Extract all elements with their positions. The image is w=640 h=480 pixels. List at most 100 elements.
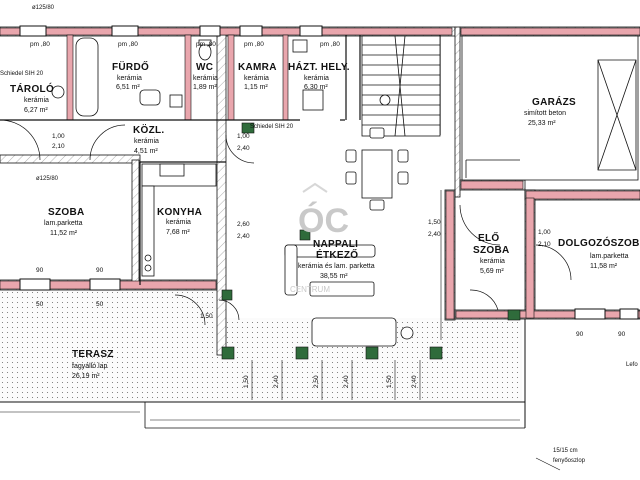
room-material: kerámia	[480, 258, 505, 265]
room-area: 11,58 m²	[590, 263, 618, 270]
room-kamra: KAMRA kerámia 1,15 m²	[238, 62, 277, 91]
dim-label: 90	[576, 331, 584, 338]
room-area: 4,51 m²	[134, 148, 158, 155]
room-szoba: SZOBA lam.parketta 11,52 m²	[44, 207, 85, 237]
dim-label: pm ,80	[244, 41, 264, 48]
dim-label: pm ,80	[320, 41, 340, 48]
chimney-note: Schiedel SIH 20	[0, 71, 44, 77]
dim-label: 1,50	[243, 375, 250, 388]
dim-label: 1,50	[200, 313, 213, 320]
dim-label: pm ,80	[196, 41, 216, 48]
kitchen-counters	[141, 163, 217, 277]
watermark-logo: ÓC	[298, 202, 349, 240]
chimney-note: Schiedel SIH 20	[250, 124, 294, 130]
room-area: 1,15 m²	[244, 84, 268, 91]
room-name: DOLGOZÓSZOBA	[558, 236, 640, 249]
dim-label: 2,40	[273, 375, 280, 388]
room-material: kerámia és lam. parketta	[298, 263, 375, 270]
dim-label: 2,40	[411, 375, 418, 388]
door-swings	[0, 119, 572, 326]
dim-label: 2,10	[52, 143, 65, 150]
dim-label: 2,40	[237, 145, 250, 152]
room-area: 25,33 m²	[528, 120, 556, 127]
pillar-note: fenyőoszlop	[553, 458, 586, 464]
pipe-note: ø125/80	[36, 176, 59, 182]
room-name: KAMRA	[238, 62, 277, 73]
room-area: 5,69 m²	[480, 268, 504, 275]
room-material: lam.parketta	[44, 220, 83, 227]
dim-label: 1,00	[52, 133, 65, 140]
room-material: fagyálló lap	[72, 363, 108, 370]
room-name: KÖZL.	[133, 123, 165, 136]
room-name: TÁROLÓ	[10, 82, 54, 95]
dimension-lines	[251, 190, 561, 471]
dim-label: 2,60	[237, 221, 250, 228]
bathroom-fixtures	[51, 37, 391, 117]
dim-label: 1,00	[237, 133, 250, 140]
dimension-labels: pm ,80 pm ,80 pm ,80 pm ,80 pm ,80 1,00 …	[30, 41, 626, 388]
room-tarolo: TÁROLÓ kerámia 6,27 m²	[10, 82, 54, 114]
room-material: kerámia	[24, 97, 49, 104]
room-material: kerámia	[117, 75, 142, 82]
dim-label: pm ,80	[30, 41, 50, 48]
room-eloszoba: ELŐ SZOBA kerámia 5,69 m²	[473, 231, 510, 275]
watermark: ÓC CENTRUM	[290, 182, 349, 294]
window-marks	[19, 25, 639, 320]
dim-label: 2,10	[538, 241, 551, 248]
room-area: 1,89 m²	[193, 84, 217, 91]
room-nappali: NAPPALI ÉTKEZŐ kerámia és lam. parketta …	[298, 239, 375, 280]
dim-label: pm ,80	[118, 41, 138, 48]
room-material: kerámia	[166, 219, 191, 226]
room-name: ÉTKEZŐ	[316, 248, 358, 261]
room-area: 6,30 m²	[304, 84, 328, 91]
pillar-note: 15/15 cm	[553, 448, 578, 454]
room-area: 7,68 m²	[166, 229, 190, 236]
pipe-note: ø125/80	[32, 5, 55, 11]
dim-label: 1,50	[386, 375, 393, 388]
dim-label: 2,40	[428, 231, 441, 238]
plan-notes: ø125/80 ø125/80 Schiedel SIH 20 Schiedel…	[0, 5, 638, 464]
columns	[221, 122, 521, 360]
room-name: KONYHA	[157, 207, 202, 218]
room-name: SZOBA	[48, 207, 85, 218]
dim-label: 2,50	[313, 375, 320, 388]
room-name: TERASZ	[72, 349, 114, 360]
room-area: 26,19 m²	[72, 373, 100, 380]
dining-table	[345, 127, 409, 211]
room-name: ELŐ	[478, 231, 499, 244]
room-name: GARÁZS	[532, 95, 576, 108]
dim-label: 90	[36, 267, 44, 274]
room-name: NAPPALI	[313, 239, 358, 250]
room-material: simított beton	[524, 110, 566, 117]
room-area: 6,51 m²	[116, 84, 140, 91]
room-material: lam.parketta	[590, 253, 629, 260]
room-area: 6,27 m²	[24, 107, 48, 114]
living-sofa	[284, 244, 414, 347]
room-name: FÜRDŐ	[112, 60, 149, 73]
room-furdo: FÜRDŐ kerámia 6,51 m²	[112, 60, 149, 91]
room-material: kerámia	[244, 75, 269, 82]
watermark-text: CENTRUM	[290, 285, 330, 294]
dim-label: 50	[96, 301, 104, 308]
room-name: SZOBA	[473, 245, 510, 256]
dim-label: 1,50	[428, 219, 441, 226]
room-name: WC	[196, 62, 213, 73]
room-kozl: KÖZL. kerámia 4,51 m²	[133, 123, 165, 155]
room-area: 38,55 m²	[320, 273, 348, 280]
dim-label: 90	[618, 331, 626, 338]
dim-label: 2,40	[343, 375, 350, 388]
room-name: HÁZT. HELY.	[288, 60, 350, 73]
terrace-area	[0, 290, 530, 480]
room-terasz: TERASZ fagyálló lap 26,19 m²	[72, 349, 114, 380]
staircase	[361, 35, 441, 137]
room-konyha: KONYHA kerámia 7,68 m²	[157, 207, 202, 236]
room-material: kerámia	[193, 75, 218, 82]
dim-label: 2,40	[237, 233, 250, 240]
room-material: kerámia	[134, 138, 159, 145]
room-dolgozo: DOLGOZÓSZOBA lam.parketta 11,58 m²	[558, 236, 640, 270]
dim-label: 1,00	[538, 229, 551, 236]
room-area: 11,52 m²	[50, 230, 78, 237]
room-haztartasi: HÁZT. HELY. kerámia 6,30 m²	[288, 60, 350, 91]
drain-note: Lefo	[626, 362, 638, 368]
